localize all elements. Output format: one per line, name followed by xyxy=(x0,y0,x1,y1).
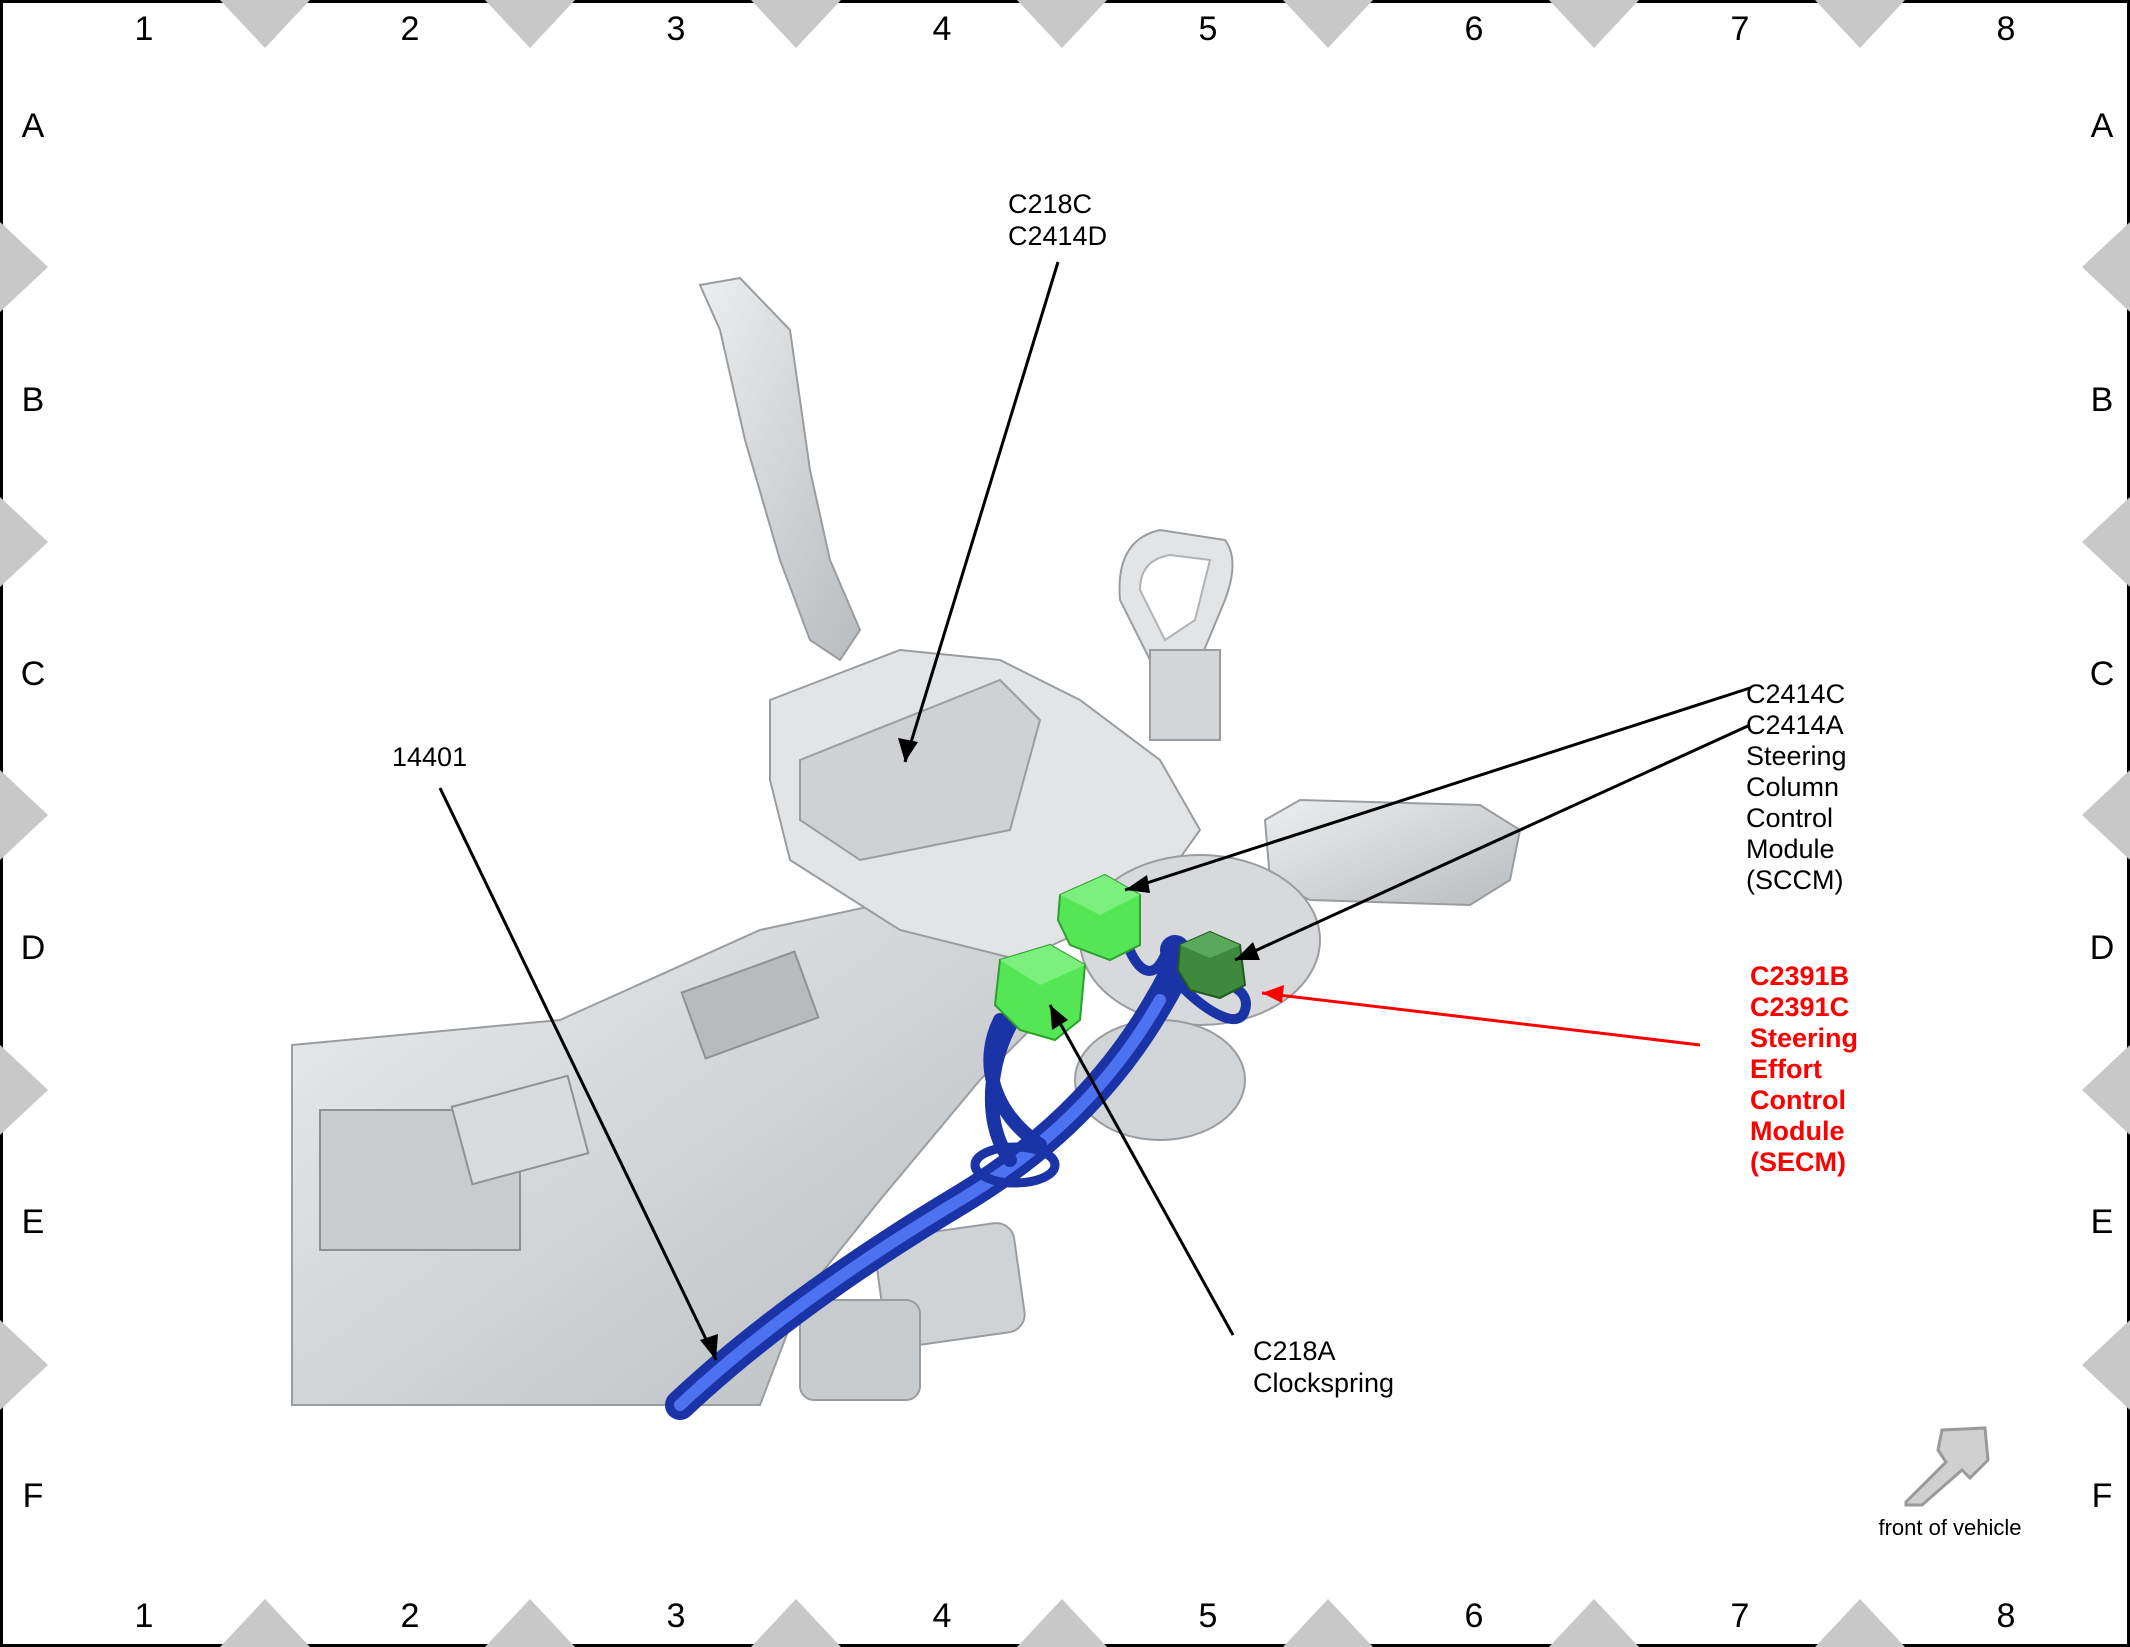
callout-text: C2414C xyxy=(1746,679,1845,709)
callout-text: Steering xyxy=(1750,1023,1858,1053)
col-label: 5 xyxy=(1199,10,1218,48)
callout-text: C218C xyxy=(1008,189,1092,219)
col-label: 8 xyxy=(1997,1597,2016,1635)
col-label: 4 xyxy=(933,1597,952,1635)
row-label: B xyxy=(22,381,45,419)
leader-arrowheads xyxy=(700,738,1284,1360)
col-label: 7 xyxy=(1731,10,1750,48)
connector-c2414c xyxy=(1056,873,1141,962)
callout-text: Column xyxy=(1746,772,1839,802)
col-label: 5 xyxy=(1199,1597,1218,1635)
col-label: 6 xyxy=(1465,1597,1484,1635)
col-label: 3 xyxy=(667,10,686,48)
front-of-vehicle-indicator: front of vehicle xyxy=(1878,1426,2022,1540)
callout-text: C2391C xyxy=(1750,992,1849,1022)
leader-lines xyxy=(438,261,1751,1361)
callout-text: (SCCM) xyxy=(1746,865,1843,895)
callout-14401: 14401 xyxy=(392,742,467,772)
row-label: A xyxy=(22,107,45,145)
col-label: 1 xyxy=(135,10,154,48)
callout-text: (SECM) xyxy=(1750,1147,1846,1177)
col-label: 2 xyxy=(401,10,420,48)
bracket-right xyxy=(1149,649,1221,741)
callout-text: Module xyxy=(1750,1116,1845,1146)
lower-clip xyxy=(799,1299,921,1401)
col-label: 3 xyxy=(667,1597,686,1635)
callout-text: C2391B xyxy=(1750,961,1849,991)
row-label: C xyxy=(21,655,46,693)
housing-top xyxy=(799,678,1042,862)
callout-text: Clockspring xyxy=(1253,1368,1394,1398)
turn-signal-stalk xyxy=(698,276,862,662)
grid-column-labels-top: 1 2 3 4 5 6 7 8 xyxy=(135,10,2016,48)
col-label: 7 xyxy=(1731,1597,1750,1635)
row-label: B xyxy=(2091,381,2114,419)
callout-text: Module xyxy=(1746,834,1835,864)
front-of-vehicle-label: front of vehicle xyxy=(1878,1515,2021,1540)
callout-secm: C2391B C2391C Steering Effort Control Mo… xyxy=(1750,961,1858,1177)
callout-text: C2414D xyxy=(1008,221,1107,251)
row-label: F xyxy=(2092,1477,2113,1515)
grid-row-labels-left: A B C D E F xyxy=(21,107,46,1515)
col-label: 2 xyxy=(401,1597,420,1635)
row-label: C xyxy=(2090,655,2115,693)
callout-c218c: C218C C2414D xyxy=(1008,189,1107,251)
arrow-down-left-icon xyxy=(1904,1426,1990,1507)
col-label: 4 xyxy=(933,10,952,48)
bracket-window xyxy=(450,1074,590,1186)
callout-text: Effort xyxy=(1750,1054,1822,1084)
row-label: A xyxy=(2091,107,2114,145)
column-recess xyxy=(680,950,820,1060)
row-label: D xyxy=(2090,929,2115,967)
callout-text: Steering xyxy=(1746,741,1847,771)
row-label: E xyxy=(2091,1203,2114,1241)
row-label: E xyxy=(22,1203,45,1241)
grid-row-labels-right: A B C D E F xyxy=(2090,107,2115,1515)
callout-text: 14401 xyxy=(392,742,467,772)
col-label: 8 xyxy=(1997,10,2016,48)
callout-text: C218A xyxy=(1253,1336,1336,1366)
grid-column-labels-bottom: 1 2 3 4 5 6 7 8 xyxy=(135,1597,2016,1635)
callout-text: Control xyxy=(1746,803,1833,833)
wiring-harness-14401 xyxy=(665,930,1251,1420)
callout-text: Control xyxy=(1750,1085,1846,1115)
row-label: F xyxy=(23,1477,44,1515)
connector-c2391b xyxy=(1176,930,1247,1000)
callout-clockspring: C218A Clockspring xyxy=(1253,1336,1394,1398)
callout-text: C2414A xyxy=(1746,710,1844,740)
col-label: 1 xyxy=(135,1597,154,1635)
col-label: 6 xyxy=(1465,10,1484,48)
row-label: D xyxy=(21,929,46,967)
callout-sccm: C2414C C2414A Steering Column Control Mo… xyxy=(1746,679,1847,895)
